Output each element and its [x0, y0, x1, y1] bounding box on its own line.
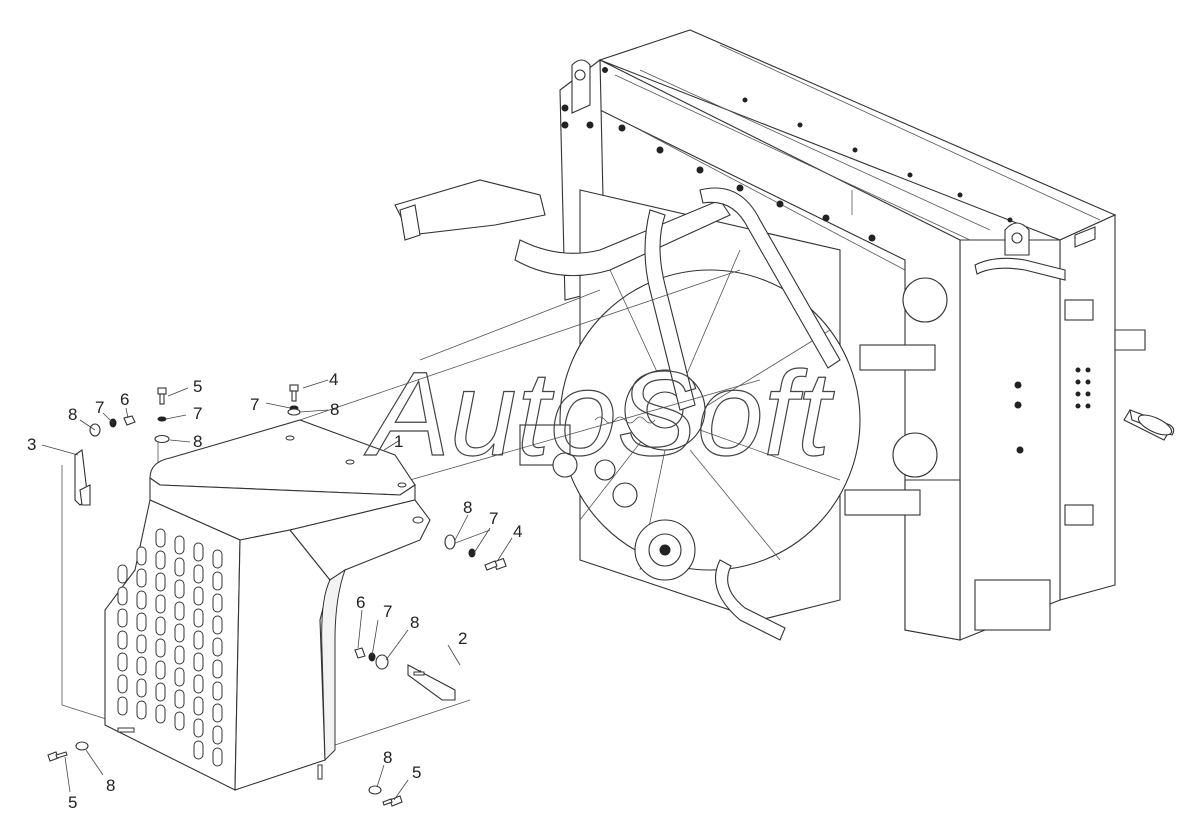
- callout-4-right: 4: [513, 522, 522, 541]
- vent-slot: [155, 638, 166, 658]
- vent-slot: [212, 593, 223, 613]
- vent-slot: [193, 608, 204, 628]
- vent-slot: [212, 571, 223, 591]
- vent-slot: [212, 703, 223, 723]
- fasteners: [47, 384, 507, 807]
- vent-slot: [136, 678, 147, 698]
- vent-slot: [155, 550, 166, 570]
- side-panel-bolts: [1014, 367, 1091, 454]
- callout-8-top-left-stack: 8: [193, 432, 202, 451]
- vent-slot: [117, 652, 128, 672]
- bracket-part-2: [407, 664, 456, 701]
- callout-3: 3: [27, 435, 36, 454]
- callout-numbers: 1 2 3 4 4 5 5 5 6 6 7 7 7 7 7 8 8 8 8 8 …: [27, 370, 522, 812]
- bolt-4-top-center: [289, 384, 299, 402]
- vent-slot: [212, 725, 223, 745]
- callout-7-right: 7: [489, 509, 498, 528]
- vent-slot: [174, 711, 185, 731]
- callout-8-bottom-right: 8: [383, 748, 392, 767]
- bolt-5-top-left: [157, 387, 167, 405]
- vent-slot: [136, 590, 147, 610]
- vent-slot: [117, 564, 128, 584]
- vent-slot: [155, 682, 166, 702]
- vent-slot: [117, 608, 128, 628]
- vent-slot: [174, 667, 185, 687]
- vent-slot: [155, 594, 166, 614]
- vent-slot: [155, 704, 166, 724]
- vent-slot: [136, 634, 147, 654]
- watermark: AutoSoft: [364, 347, 835, 481]
- bolt-5-bottom-right: [382, 795, 403, 807]
- vent-slot: [174, 623, 185, 643]
- callout-8-middle: 8: [410, 613, 419, 632]
- vent-slot: [136, 568, 147, 588]
- vent-slot: [174, 689, 185, 709]
- vent-slot: [136, 546, 147, 566]
- callout-4-top: 4: [329, 370, 338, 389]
- bracket-part-3: [74, 449, 91, 506]
- vent-slot: [212, 549, 223, 569]
- vent-slot: [212, 637, 223, 657]
- vent-slot: [212, 747, 223, 767]
- callout-2: 2: [458, 629, 467, 648]
- callout-1: 1: [394, 432, 403, 451]
- vent-slot: [155, 528, 166, 548]
- vent-slot: [174, 645, 185, 665]
- callout-7-top-left-stack: 7: [193, 404, 202, 423]
- bolt-5-bottom-left: [47, 751, 68, 762]
- callout-7-top-left: 7: [95, 398, 104, 417]
- callout-8-bottom-left: 8: [106, 776, 115, 795]
- vent-slot: [193, 652, 204, 672]
- vent-slot: [155, 660, 166, 680]
- vent-slot: [117, 630, 128, 650]
- vent-slot: [193, 564, 204, 584]
- radiator-assembly: [394, 29, 1175, 641]
- vent-slot: [136, 612, 147, 632]
- callout-8-top-center: 8: [330, 400, 339, 419]
- vent-slot: [117, 586, 128, 606]
- callout-5-top-left: 5: [193, 377, 202, 396]
- radiator-top-bolts: [618, 97, 1013, 242]
- vent-slot: [193, 696, 204, 716]
- vent-slot: [193, 740, 204, 760]
- callout-6-top-left: 6: [120, 390, 129, 409]
- vent-slot: [155, 572, 166, 592]
- callout-7-middle: 7: [383, 602, 392, 621]
- guard-ventilation-slots: [117, 528, 223, 767]
- vent-slot: [212, 659, 223, 679]
- callout-5-bottom-right: 5: [412, 763, 421, 782]
- bolt-4-right: [484, 557, 507, 571]
- callout-8-top-left: 8: [68, 405, 77, 424]
- projection-lines: [61, 190, 853, 746]
- vent-slot: [193, 718, 204, 738]
- callout-5-bottom-left: 5: [68, 793, 77, 812]
- vent-slot: [117, 696, 128, 716]
- vent-slot: [212, 681, 223, 701]
- callout-7-top-center: 7: [250, 395, 259, 414]
- callout-8-right: 8: [463, 498, 472, 517]
- vent-slot: [174, 557, 185, 577]
- vent-slot: [136, 656, 147, 676]
- vent-slot: [117, 674, 128, 694]
- vent-slot: [193, 630, 204, 650]
- vent-slot: [212, 615, 223, 635]
- vent-slot: [174, 535, 185, 555]
- vent-slot: [193, 542, 204, 562]
- vent-slot: [193, 674, 204, 694]
- vent-slot: [174, 579, 185, 599]
- vent-slot: [155, 616, 166, 636]
- vent-slot: [174, 601, 185, 621]
- vent-slot: [193, 586, 204, 606]
- callout-6-middle: 6: [356, 593, 365, 612]
- vent-slot: [136, 700, 147, 720]
- callout-leaders: [41, 379, 513, 801]
